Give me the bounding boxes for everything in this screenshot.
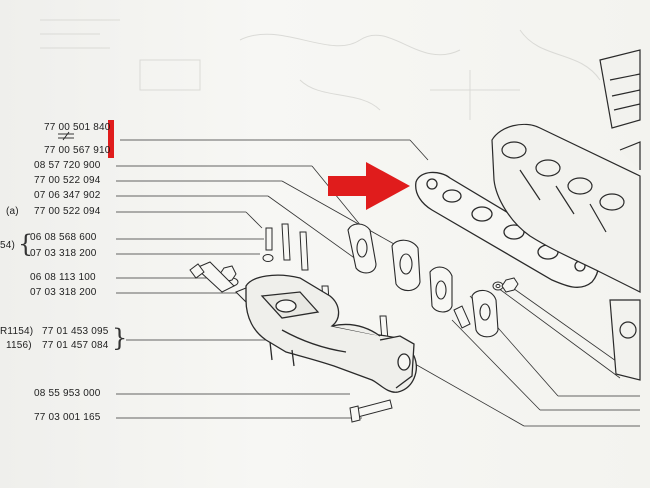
part-number-8: 07 03 318 200 (30, 287, 97, 298)
leader-lines (116, 139, 641, 427)
bleed-through-background (40, 19, 601, 120)
part-number-9: 08 55 953 000 (34, 388, 101, 399)
equivalence-marker (58, 131, 74, 141)
part-number-7: 06 08 113 100 (30, 272, 96, 283)
intake-manifold (245, 274, 417, 393)
group-1-brace: { (18, 230, 34, 258)
part-number-10: 77 03 001 165 (34, 412, 101, 423)
group-1-part-b: 07 03 318 200 (30, 248, 97, 259)
group-2-prefix-b: 1156) (6, 340, 32, 351)
group-2-prefix-a: R1154) (0, 326, 34, 337)
engine-manifold-casting (491, 49, 641, 381)
group-1-prefix: 54) (0, 240, 16, 251)
group-1-part-a: 06 08 568 600 (30, 232, 97, 243)
part-number-5: 07 06 347 902 (34, 190, 101, 201)
part-number-6: 77 00 522 094 (34, 206, 101, 217)
part-number-6-prefix: (a) (6, 206, 19, 217)
part-number-3: 08 57 720 900 (34, 160, 101, 171)
part-number-4: 77 00 522 094 (34, 175, 101, 186)
small-gaskets (347, 223, 499, 338)
group-2-part-a: 77 01 453 095 (42, 326, 109, 337)
highlight-bar (108, 120, 114, 158)
part-number-2: 77 00 567 910 (44, 145, 111, 156)
red-pointer-arrow (328, 162, 410, 210)
group-2-part-b: 77 01 457 084 (42, 340, 109, 351)
part-number-1: 77 00 501 840 (44, 122, 111, 133)
group-2-brace: } (112, 324, 128, 352)
